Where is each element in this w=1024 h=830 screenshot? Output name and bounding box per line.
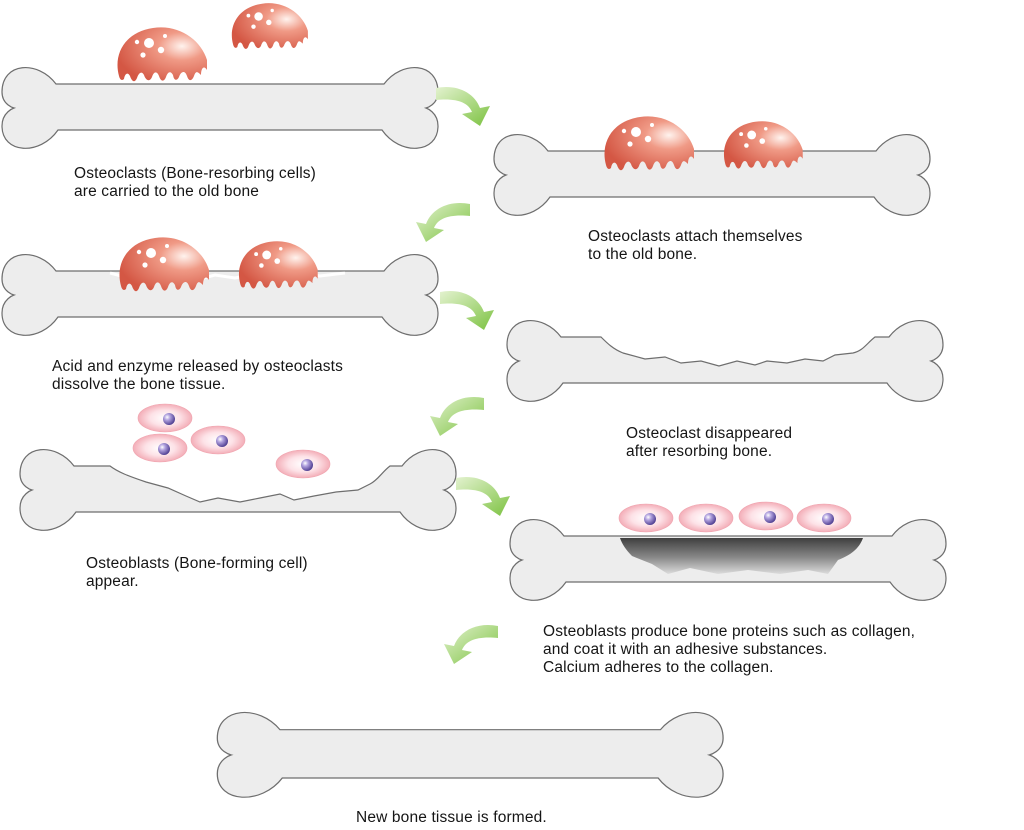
caption-step6: Osteoblasts produce bone proteins such a… [543,623,915,677]
arrow-6-icon [444,624,498,664]
caption-step4-line2: after resorbing bone. [626,443,773,460]
caption-step5-line2: appear. [86,573,139,590]
caption-step2-line2: to the old bone. [588,246,698,263]
caption-step6-line3: Calcium adheres to the collagen. [543,659,774,676]
osteoblast-step6-d [796,503,852,533]
caption-step1: Osteoclasts (Bone-resorbing cells) are c… [74,165,316,201]
osteoblast-step6-a [618,503,674,533]
osteoclast-step3-a [119,237,209,292]
arrow-5-icon [456,476,510,516]
caption-step4-line1: Osteoclast disappeared [626,425,793,442]
caption-step3: Acid and enzyme released by osteoclasts … [52,358,343,394]
bone-step4 [506,320,944,402]
bone-step5 [19,449,457,531]
osteoblast-step5-b [132,433,188,463]
caption-step1-line1: Osteoclasts (Bone-resorbing cells) [74,165,316,182]
osteoclast-step2-a [604,116,694,171]
osteoblast-step5-d [275,449,331,479]
arrow-1-icon [436,86,490,126]
osteoclast-step2-b [723,121,803,169]
osteoblast-step5-c [190,425,246,455]
arrow-3-icon [440,290,494,330]
osteoclast-step1-b [231,3,308,49]
osteoclast-step1-a [117,27,207,82]
caption-step7-line1: New bone tissue is formed. [356,809,547,826]
caption-step5-line1: Osteoblasts (Bone-forming cell) [86,555,308,572]
bone-step6 [509,518,947,601]
osteoblast-step6-c [738,501,794,531]
caption-step2: Osteoclasts attach themselves to the old… [588,228,803,264]
caption-step3-line2: dissolve the bone tissue. [52,376,226,393]
osteoclast-step3-b [238,241,318,289]
arrow-4-icon [430,396,484,436]
arrow-2-icon [416,202,470,242]
bone-step2 [493,133,931,216]
osteoblast-step5-a [137,403,193,433]
caption-step2-line1: Osteoclasts attach themselves [588,228,803,245]
caption-step6-line1: Osteoblasts produce bone proteins such a… [543,623,916,640]
caption-step1-line2: are carried to the old bone [74,183,260,200]
bone-step7 [216,711,724,798]
caption-step7: New bone tissue is formed. [356,809,547,827]
osteoblast-step6-b [678,503,734,533]
caption-step5: Osteoblasts (Bone-forming cell) appear. [86,555,308,591]
caption-step3-line1: Acid and enzyme released by osteoclasts [52,358,344,375]
bone-step3 [1,253,439,336]
caption-step4: Osteoclast disappeared after resorbing b… [626,425,792,461]
bone-step1 [1,66,439,149]
caption-step6-line2: and coat it with an adhesive substances. [543,641,828,658]
